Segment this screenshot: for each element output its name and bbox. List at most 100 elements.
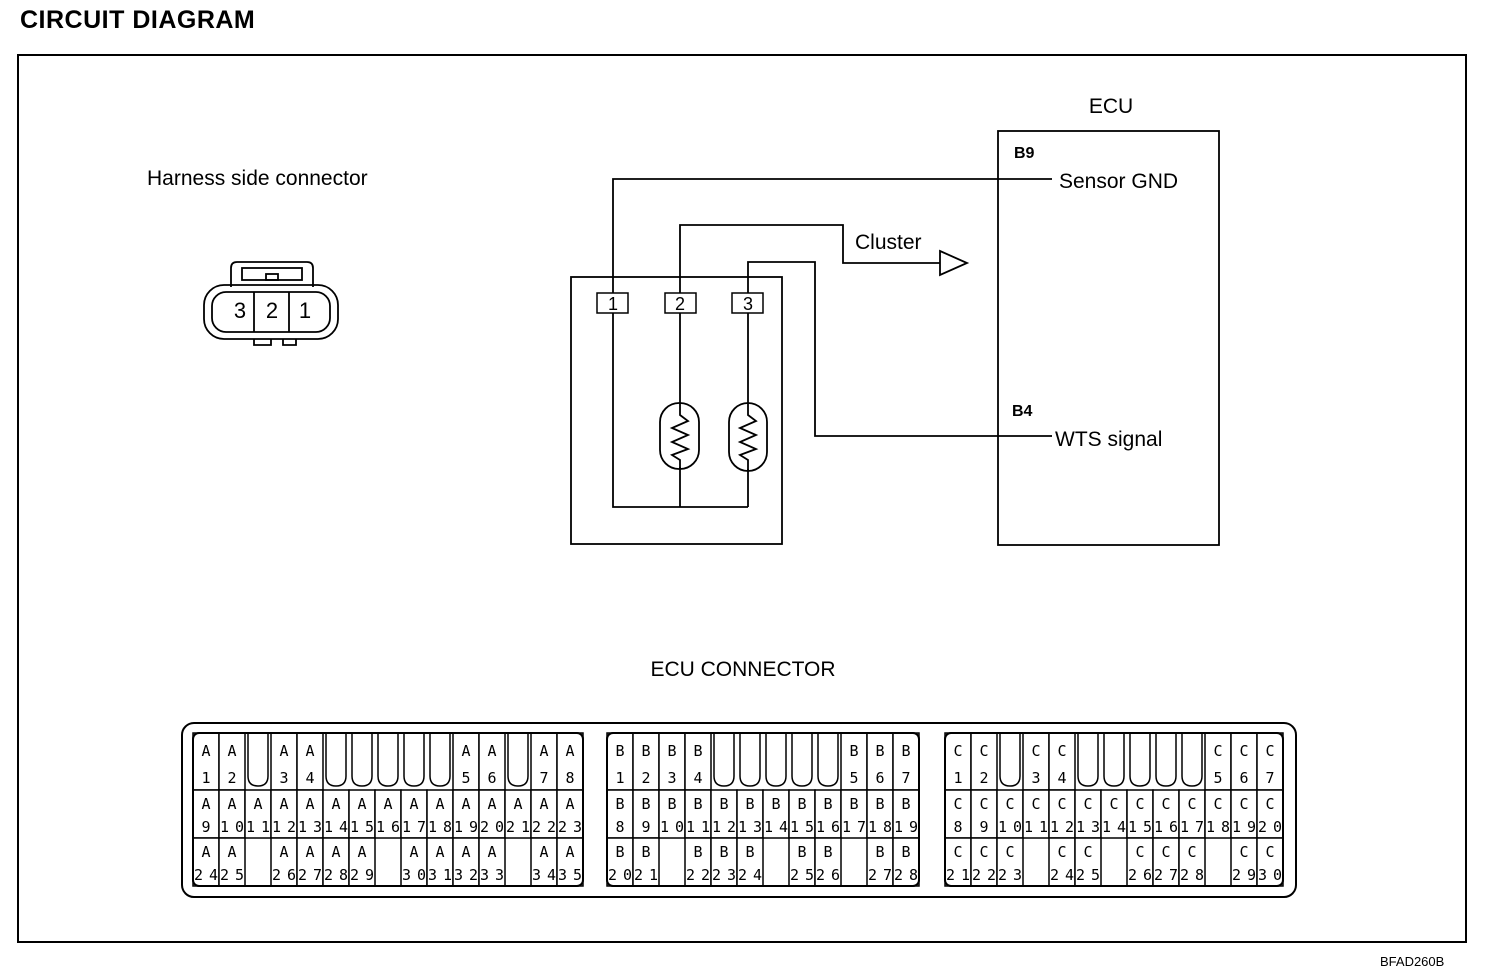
pin-cell bbox=[970, 837, 998, 887]
pin-C4: C4 bbox=[1048, 732, 1076, 791]
pin-letter: C bbox=[1057, 795, 1066, 813]
pin-A13: A13 bbox=[296, 789, 324, 839]
keying-notch bbox=[713, 733, 735, 787]
page-title: CIRCUIT DIAGRAM bbox=[20, 6, 256, 34]
pin-A22: A22 bbox=[530, 789, 558, 839]
pin-C22: C22 bbox=[970, 837, 998, 887]
keying-notch bbox=[1155, 733, 1177, 787]
keying-notch bbox=[1129, 733, 1151, 787]
pin-C28: C28 bbox=[1178, 837, 1206, 887]
pin-letter: B bbox=[745, 795, 754, 813]
pin-A31: A31 bbox=[426, 837, 454, 887]
pin-letter: B bbox=[719, 843, 728, 861]
pin-B7: B7 bbox=[892, 732, 920, 791]
pin-A2: A2 bbox=[218, 732, 246, 791]
pin-C18: C18 bbox=[1204, 789, 1232, 839]
pin-B21: B21 bbox=[632, 837, 660, 887]
pin-cell bbox=[1178, 789, 1206, 839]
pin-cell bbox=[1048, 837, 1076, 887]
pin-A25: A25 bbox=[218, 837, 246, 887]
pin-number: 8 bbox=[565, 769, 574, 787]
pin-letter: A bbox=[513, 795, 522, 813]
pin-A20: A20 bbox=[478, 789, 506, 839]
pin-B3: B3 bbox=[658, 732, 686, 791]
pin-A10: A10 bbox=[218, 789, 246, 839]
ecu-pin-b9-name: Sensor GND bbox=[1059, 170, 1178, 193]
pin-letter: A bbox=[539, 742, 548, 760]
pin-cell bbox=[658, 789, 686, 839]
pin-letter: A bbox=[357, 843, 366, 861]
pin-B8: B8 bbox=[606, 789, 634, 839]
pin-B25: B25 bbox=[788, 837, 816, 887]
pin-letter: B bbox=[823, 843, 832, 861]
ecu-connector-housing bbox=[181, 722, 1297, 898]
pin-B26: B26 bbox=[814, 837, 842, 887]
pin-cell bbox=[840, 789, 868, 839]
pin-cell bbox=[218, 837, 246, 887]
pin-letter: A bbox=[383, 795, 392, 813]
pin-B27: B27 bbox=[866, 837, 894, 887]
pin-cell bbox=[530, 837, 558, 887]
pin-number: 6 bbox=[1239, 769, 1248, 787]
pin-number: 4 bbox=[1057, 769, 1066, 787]
pin-number: 7 bbox=[1265, 769, 1274, 787]
pin-B15: B15 bbox=[788, 789, 816, 839]
pin-letter: A bbox=[331, 795, 340, 813]
pin-A24: A24 bbox=[192, 837, 220, 887]
pin-number: 3 bbox=[1031, 769, 1040, 787]
pin-C6: C6 bbox=[1230, 732, 1258, 791]
terminal-2-label: 2 bbox=[675, 294, 685, 314]
pin-letter: B bbox=[719, 795, 728, 813]
pin-letter: C bbox=[1135, 795, 1144, 813]
pin-letter: B bbox=[901, 795, 910, 813]
pin-letter: C bbox=[1083, 795, 1092, 813]
pin-number: 8 bbox=[615, 818, 624, 836]
pin-C2: C2 bbox=[970, 732, 998, 791]
pin-A23: A23 bbox=[556, 789, 584, 839]
ecu-label: ECU bbox=[1089, 95, 1133, 118]
pin-letter: B bbox=[641, 843, 650, 861]
sensor-body bbox=[570, 276, 783, 545]
pin-letter: A bbox=[435, 795, 444, 813]
pin-cell bbox=[632, 789, 660, 839]
pin-letter: C bbox=[1187, 843, 1196, 861]
keying-notch bbox=[765, 733, 787, 787]
pin-letter: B bbox=[693, 843, 702, 861]
pin-C25: C25 bbox=[1074, 837, 1102, 887]
thermistor-cluster-icon bbox=[659, 402, 700, 470]
pin-letter: B bbox=[771, 795, 780, 813]
pin-B4: B4 bbox=[684, 732, 712, 791]
pin-letter: A bbox=[565, 843, 574, 861]
pin-C10: C10 bbox=[996, 789, 1024, 839]
wire-common-return bbox=[612, 313, 748, 508]
pin-letter: C bbox=[1057, 843, 1066, 861]
wire-wts-signal bbox=[747, 261, 1052, 437]
block-outline bbox=[606, 732, 920, 887]
harness-connector-icon bbox=[203, 261, 339, 346]
pin-B13: B13 bbox=[736, 789, 764, 839]
keying-notch bbox=[1103, 733, 1125, 787]
pin-letter: C bbox=[1005, 795, 1014, 813]
pin-cell bbox=[736, 837, 764, 887]
pin-letter: C bbox=[1213, 742, 1222, 760]
pin-C11: C11 bbox=[1022, 789, 1050, 839]
pin-B18: B18 bbox=[866, 789, 894, 839]
pin-cell bbox=[426, 789, 454, 839]
pin-A11: A11 bbox=[244, 789, 272, 839]
pin-letter: B bbox=[901, 843, 910, 861]
keying-notch bbox=[325, 733, 347, 787]
ecu-pin-b4-code: B4 bbox=[1012, 403, 1033, 420]
pin-number: 2 bbox=[227, 769, 236, 787]
pin-C12: C12 bbox=[1048, 789, 1076, 839]
pin-A30: A30 bbox=[400, 837, 428, 887]
pin-C15: C15 bbox=[1126, 789, 1154, 839]
pin-letter: A bbox=[487, 795, 496, 813]
thermistor-ecu-icon bbox=[728, 402, 768, 472]
pin-letter: C bbox=[1083, 843, 1092, 861]
pin-C5: C5 bbox=[1204, 732, 1232, 791]
pin-cell bbox=[452, 732, 480, 791]
pin-cell bbox=[556, 789, 584, 839]
pin-letter: A bbox=[305, 742, 314, 760]
connector-block-a: A1A2A3A4A5A6A7A8A9A10A11A12A13A14A15A16A… bbox=[192, 732, 584, 887]
